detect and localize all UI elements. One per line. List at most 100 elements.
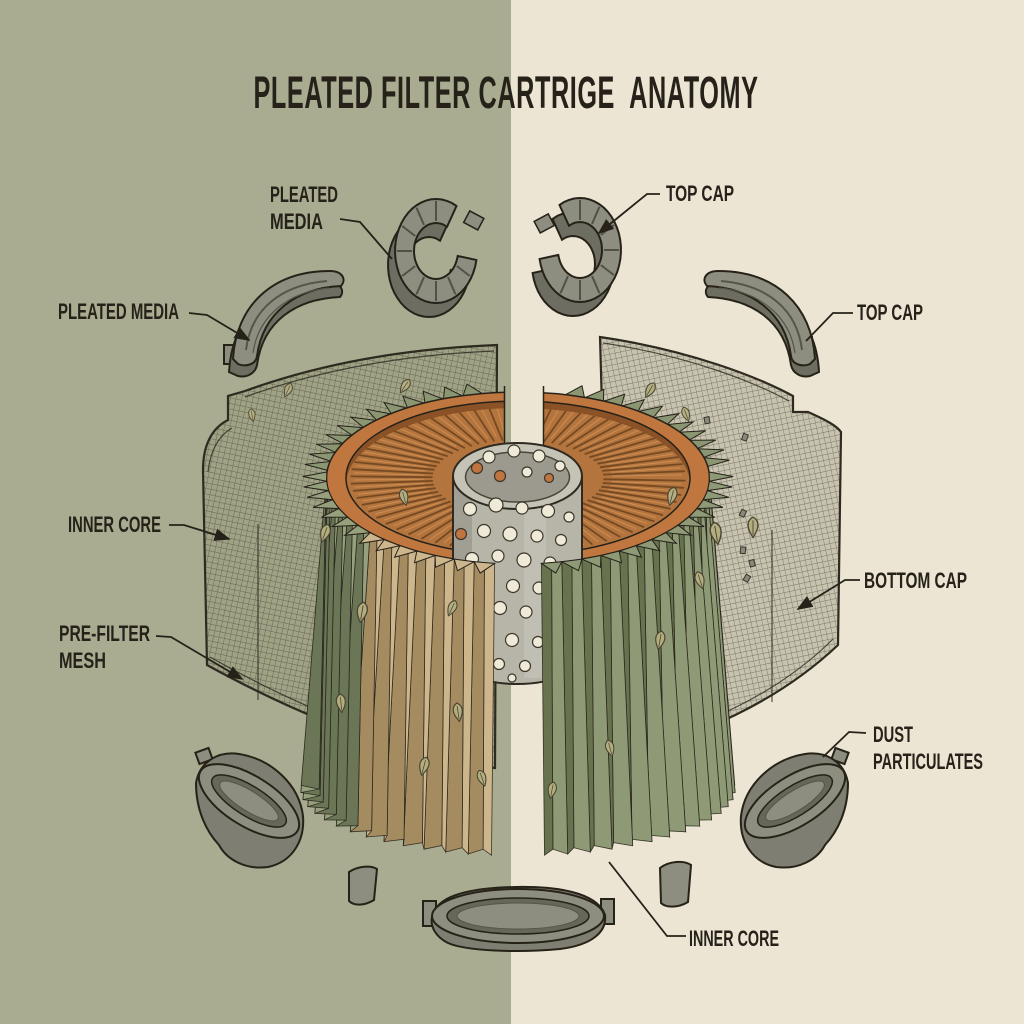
- label-top-pleated-media-2: MEDIA: [270, 209, 323, 234]
- crown-tooth-front: [434, 554, 456, 568]
- dust-speck: [739, 546, 747, 555]
- mesh-hem: [207, 427, 233, 473]
- inner-pleat-highlight: [558, 412, 591, 441]
- cap-rib: [600, 264, 615, 276]
- tube-hole: [521, 466, 533, 478]
- dust-specks: [703, 416, 756, 583]
- inner-pleat-highlight: [367, 494, 433, 509]
- leaf-particle: [476, 769, 487, 787]
- crown-tooth-front: [706, 480, 733, 492]
- inner-pleat-line: [581, 502, 645, 528]
- inner-pleat-highlight: [591, 503, 647, 524]
- leaf-particle: [667, 486, 678, 507]
- inner-pleat-highlight: [605, 492, 671, 506]
- leaf-shape: [604, 739, 615, 758]
- inner-pleat-line: [396, 503, 457, 531]
- leaf-vein: [697, 574, 703, 587]
- inner-pleat-highlight: [355, 482, 425, 488]
- cap-rib: [401, 225, 416, 237]
- label-top-pleated-media-1: PLEATED: [270, 182, 338, 207]
- inner-pleat-line: [551, 408, 585, 444]
- crown-tooth-front: [676, 516, 705, 528]
- gasket-square-right: [658, 860, 693, 908]
- crown-tooth-front: [708, 471, 734, 482]
- leader-dust-particulates: [822, 731, 867, 758]
- tube-hole: [530, 529, 544, 543]
- side-cap-right: [703, 269, 821, 378]
- leader-top-top-cap: [597, 193, 660, 235]
- inner-pleat-highlight: [383, 501, 442, 521]
- inner-pleat-line: [543, 406, 570, 443]
- leaf-particle: [447, 600, 458, 617]
- crown-tooth-front: [303, 480, 330, 492]
- leader-pre-filter-mesh: [155, 635, 244, 680]
- inner-pleat-highlight: [610, 485, 680, 492]
- inner-pleat-line: [376, 497, 447, 519]
- tube-hole: [492, 600, 508, 616]
- leader-bottom-inner-core: [608, 861, 686, 937]
- inner-pleat-line: [350, 475, 433, 479]
- inner-pleat-highlight: [574, 419, 618, 446]
- tube-hole: [507, 673, 517, 683]
- crown-tooth-front: [321, 507, 349, 518]
- leaf-particle: [419, 756, 430, 777]
- inner-pleat-highlight: [464, 408, 489, 439]
- inner-pleat-highlight: [603, 446, 668, 461]
- leaf-vein: [608, 742, 612, 755]
- leaf-vein: [449, 602, 455, 614]
- crown-tooth-front: [413, 550, 437, 564]
- leaf-particle: [604, 739, 615, 758]
- leaf-shape: [398, 488, 409, 507]
- inner-pleat-line: [455, 408, 488, 444]
- crown-tooth-front: [687, 507, 715, 518]
- crown-tooth-front: [393, 545, 419, 558]
- tube-hole: [470, 461, 484, 475]
- inner-pleat-highlight: [588, 429, 641, 451]
- leaf-particle: [452, 702, 463, 723]
- inner-pleat-highlight: [364, 451, 431, 464]
- labels: PLEATED MEDIA TOP CAP PLEATED MEDIA TOP …: [58, 181, 983, 951]
- leaf-vein: [421, 760, 426, 773]
- inner-pleat-line: [584, 430, 649, 456]
- tube-hole: [540, 503, 556, 519]
- crown-tooth-front: [358, 532, 386, 545]
- pleated-media-walls: [300, 471, 736, 856]
- leaf-particle: [547, 781, 557, 800]
- tube-highlight: [524, 472, 546, 678]
- inner-pleat-line: [603, 470, 685, 476]
- leaf-vein: [646, 385, 654, 396]
- inner-pleat-line: [352, 483, 434, 492]
- leader-top-pleated-media: [339, 218, 393, 260]
- label-bottom-inner-core: INNER CORE: [689, 926, 779, 951]
- leaf-vein: [285, 385, 291, 396]
- leaf-particle: [399, 379, 411, 394]
- leaf-particle: [320, 523, 331, 543]
- inner-pleat-line: [597, 449, 674, 465]
- inner-pleat-highlight: [611, 481, 682, 485]
- inner-pleat-line: [589, 436, 659, 459]
- label-right-top-cap: TOP CAP: [857, 300, 923, 325]
- inner-pleat-highlight: [585, 506, 637, 530]
- leaf-particle: [356, 601, 368, 624]
- crown-tooth-front: [331, 516, 360, 528]
- leaf-particle: [747, 516, 759, 539]
- cap-rib: [415, 207, 425, 226]
- inner-pleat-line: [593, 442, 667, 462]
- dust-speck: [740, 432, 749, 442]
- leaf-vein: [402, 491, 406, 504]
- leaf-particle: [655, 630, 666, 651]
- leaf-vein: [340, 696, 343, 711]
- tube-hole: [554, 533, 568, 547]
- inner-pleat-line: [565, 415, 614, 448]
- leaf-vein: [658, 634, 662, 647]
- cap-rib: [401, 265, 416, 277]
- cap-tab: [462, 209, 485, 231]
- inner-pleat-line: [371, 440, 444, 461]
- page-title: PLEATED FILTER CARTRIGE ANATOMY: [254, 67, 759, 118]
- inner-pleat-line: [598, 489, 677, 503]
- inner-pleat-highlight: [609, 460, 678, 469]
- label-pre-filter-mesh-1: PRE-FILTER: [59, 621, 150, 646]
- inner-pleat-line: [356, 487, 436, 499]
